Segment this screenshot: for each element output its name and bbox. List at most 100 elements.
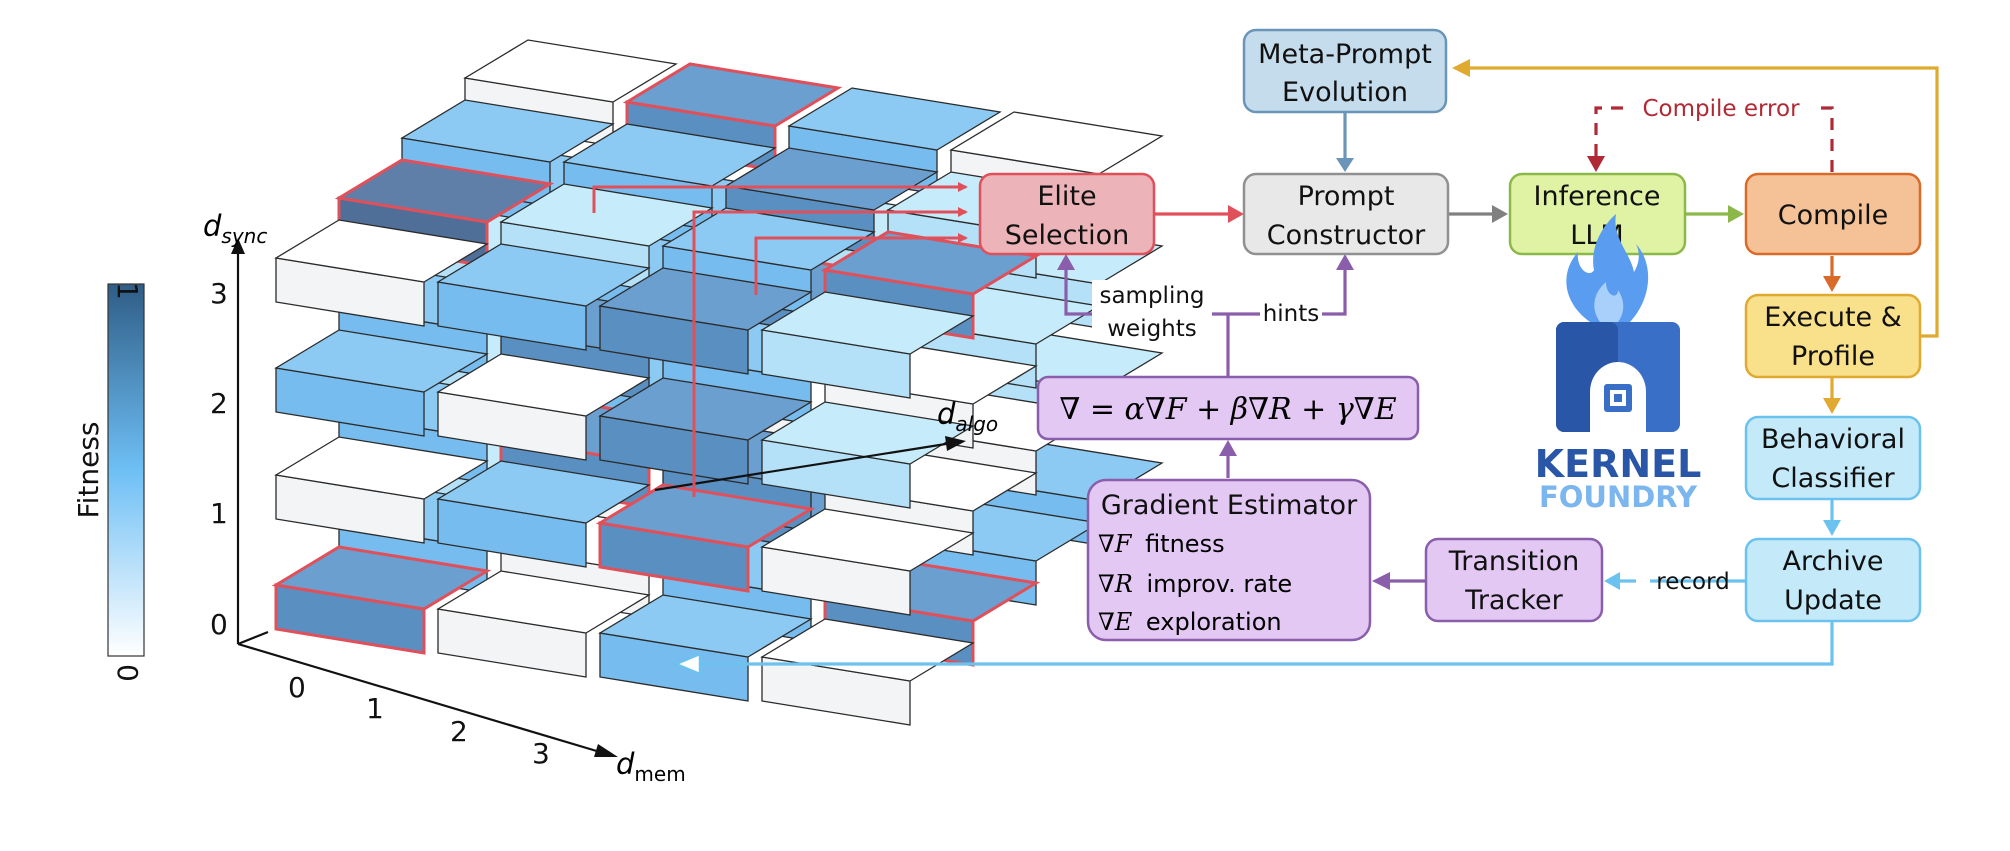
sync-tick-2: 2 <box>210 387 228 420</box>
arrowhead-inference-to-compile <box>1728 205 1744 223</box>
arrowhead-meta-to-prompt <box>1336 158 1354 172</box>
elite-label-1: Elite <box>1037 181 1096 212</box>
mem-tick-0: 0 <box>288 671 306 704</box>
box-gradient-formula: ∇ = α∇F + β∇R + γ∇E <box>1036 375 1420 441</box>
arrowhead-compile-error <box>1587 156 1605 172</box>
elite-label-2: Selection <box>1005 220 1129 251</box>
prompt-label-1: Prompt <box>1298 181 1395 212</box>
mem-axis-line <box>237 642 601 754</box>
grid-cell <box>436 243 651 351</box>
arrowhead-compile-to-execute <box>1823 276 1841 292</box>
meta-prompt-label-1: Meta-Prompt <box>1258 39 1432 70</box>
box-elite-selection: Elite Selection <box>978 172 1156 256</box>
sampling-label-line1: sampling <box>1099 283 1204 309</box>
mem-tick-2: 2 <box>450 715 468 748</box>
gradient-estimator-title: Gradient Estimator <box>1101 490 1358 521</box>
sync-axis-label: dsync <box>203 209 267 248</box>
box-transition-tracker: Transition Tracker <box>1424 537 1604 623</box>
elite-connector-mid <box>692 207 968 497</box>
hints-label-bg <box>1260 300 1322 328</box>
logo-text-foundry: FOUNDRY <box>1539 480 1698 514</box>
archive-label-2: Update <box>1784 585 1882 616</box>
elite-connector-right <box>754 233 968 295</box>
grid-cell <box>274 219 489 327</box>
classifier-label-2: Classifier <box>1771 463 1895 494</box>
arrowhead-classifier-to-archive <box>1823 520 1841 536</box>
sampling-label-line2: weights <box>1107 316 1197 342</box>
mem-tick-1: 1 <box>366 692 384 725</box>
mem-axis-arrowhead <box>594 744 618 757</box>
arrow-compile-error <box>1594 106 1834 172</box>
gradient-line-fitness: ∇F fitness <box>1098 530 1225 558</box>
meta-prompt-label-2: Evolution <box>1282 77 1408 108</box>
box-compile: Compile <box>1744 172 1922 256</box>
grid-cell <box>760 291 975 399</box>
compile-error-label-bg <box>1624 92 1818 124</box>
grid-cell-elite <box>595 483 816 593</box>
grid-cell <box>436 570 651 678</box>
logo-text-kernel: KERNEL <box>1535 442 1702 486</box>
grid-cell <box>436 460 651 568</box>
elite-connectors <box>592 182 968 497</box>
inference-label-1: Inference <box>1534 181 1661 212</box>
execute-label-1: Execute & <box>1764 302 1902 333</box>
behavior-grid-3d <box>271 39 1164 726</box>
arrow-execute-to-meta <box>1468 66 1939 338</box>
arrowhead-gradient-to-formula <box>1219 440 1237 456</box>
arrowhead-formula-to-elite <box>1057 254 1075 270</box>
gradient-line-exploration: ∇E exploration <box>1098 608 1282 636</box>
algo-axis-line-far <box>654 441 953 492</box>
sync-tick-1: 1 <box>210 497 228 530</box>
prompt-label-2: Constructor <box>1267 220 1426 251</box>
colorbar-title: Fitness <box>72 422 105 519</box>
grid-cell <box>598 377 813 485</box>
arrowhead-archive-to-grid <box>672 652 702 676</box>
arrowhead-archive-to-transition <box>1604 572 1620 590</box>
algo-axis-label: dalgo <box>937 397 998 436</box>
grid-axes: dsync dalgo dmem 0 1 2 3 0 1 2 3 <box>203 209 998 786</box>
classifier-label-1: Behavioral <box>1761 424 1905 455</box>
sync-tick-3: 3 <box>210 277 228 310</box>
gradient-formula-text: ∇ = α∇F + β∇R + γ∇E <box>1059 392 1396 427</box>
flame-icon <box>1566 214 1649 322</box>
arrow-archive-to-grid <box>700 622 1834 666</box>
grid-cell <box>274 329 489 437</box>
grid-cell <box>436 353 651 461</box>
arrowhead-elite-to-prompt <box>1228 205 1244 223</box>
sync-axis-arrowhead <box>231 238 245 254</box>
flame-inner-icon <box>1594 282 1624 322</box>
algo-axis-line <box>237 630 269 646</box>
transition-label-2: Tracker <box>1464 585 1563 616</box>
grid-cell <box>760 401 975 509</box>
box-execute-profile: Execute & Profile <box>1744 293 1922 379</box>
grid-cell <box>274 436 489 544</box>
grid-cell <box>760 508 975 616</box>
mem-axis-label: dmem <box>616 747 686 786</box>
grid-cell-elite <box>271 545 492 655</box>
arrowhead-transition-to-gradient <box>1372 572 1390 590</box>
arrowhead-prompt-to-inference <box>1492 205 1508 223</box>
box-meta-prompt: Meta-Prompt Evolution <box>1242 28 1448 114</box>
box-gradient-estimator: Gradient Estimator ∇F fitness ∇R improv.… <box>1086 478 1372 642</box>
compile-label: Compile <box>1778 200 1888 231</box>
execute-label-2: Profile <box>1791 341 1875 372</box>
grid-cell <box>598 594 813 702</box>
archive-label-1: Archive <box>1782 546 1883 577</box>
colorbar-min-label: 0 <box>111 664 144 682</box>
colorbar-gradient <box>107 283 145 657</box>
kernel-foundry-logo: KERNEL FOUNDRY <box>1535 214 1702 514</box>
sampling-label-bg <box>1092 280 1212 340</box>
grid-cell <box>598 267 813 375</box>
hints-label: hints <box>1263 301 1320 327</box>
arrowhead-execute-to-meta <box>1452 59 1470 77</box>
algo-axis-arrowhead <box>945 436 966 451</box>
transition-label-1: Transition <box>1448 546 1580 577</box>
sync-tick-0: 0 <box>210 608 228 641</box>
fitness-colorbar: 1 0 Fitness <box>72 282 145 682</box>
arrowhead-execute-to-classifier <box>1823 398 1841 414</box>
compile-error-label: Compile error <box>1642 96 1800 122</box>
gradient-line-rate: ∇R improv. rate <box>1098 570 1292 598</box>
box-behavioral-classifier: Behavioral Classifier <box>1744 415 1922 501</box>
box-prompt-constructor: Prompt Constructor <box>1242 172 1450 256</box>
box-archive-update: Archive Update <box>1744 537 1922 623</box>
